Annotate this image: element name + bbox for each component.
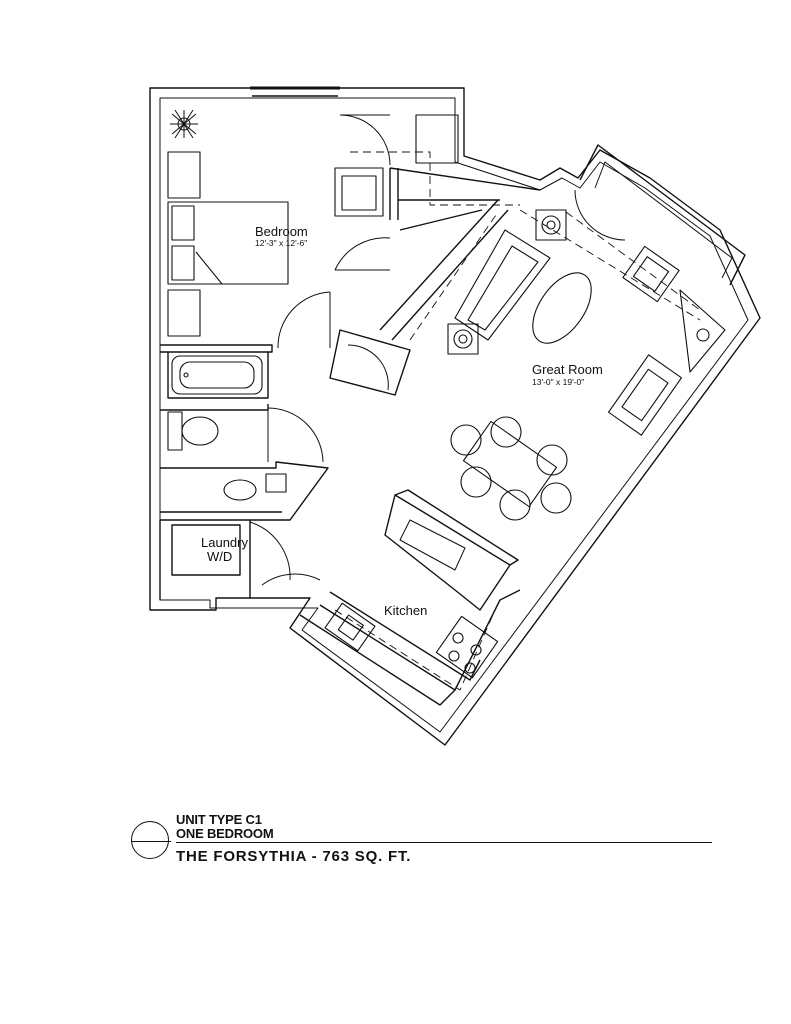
laundry-sub-label: W/D bbox=[207, 549, 233, 564]
bedroom-label: Bedroom bbox=[255, 224, 308, 239]
dining-set bbox=[450, 416, 572, 521]
laundry-label: Laundry bbox=[201, 535, 248, 550]
sink bbox=[223, 473, 287, 501]
bedroom-furniture bbox=[167, 114, 459, 337]
end-tables bbox=[447, 209, 567, 355]
interior-walls bbox=[159, 167, 541, 706]
dashed-lines bbox=[334, 151, 701, 691]
title-circle-divider bbox=[131, 841, 171, 842]
range-icon bbox=[435, 615, 499, 679]
great-room-label: Great Room bbox=[532, 362, 603, 377]
title-rule bbox=[176, 842, 712, 843]
bathtub bbox=[171, 355, 263, 395]
corner-unit bbox=[679, 289, 726, 373]
coffee-table bbox=[532, 272, 592, 344]
toilet bbox=[167, 411, 219, 451]
kitchen-label: Kitchen bbox=[384, 603, 428, 618]
plant-icon bbox=[170, 109, 198, 139]
door-swings bbox=[249, 114, 626, 586]
unit-bedrooms: ONE BEDROOM bbox=[176, 826, 274, 841]
armchairs bbox=[607, 245, 683, 436]
title-circle-icon bbox=[131, 821, 169, 859]
bedroom-dimensions: 12'-3" x 12'-6" bbox=[255, 238, 308, 248]
balcony bbox=[250, 86, 746, 286]
unit-type: UNIT TYPE C1 bbox=[176, 812, 262, 827]
kitchen-sink-icon bbox=[324, 602, 376, 652]
sofa bbox=[454, 229, 551, 341]
great-room-dimensions: 13'-0" x 19'-0" bbox=[532, 377, 585, 387]
exterior-wall bbox=[149, 87, 761, 746]
plan-title: THE FORSYTHIA - 763 SQ. FT. bbox=[176, 848, 412, 865]
